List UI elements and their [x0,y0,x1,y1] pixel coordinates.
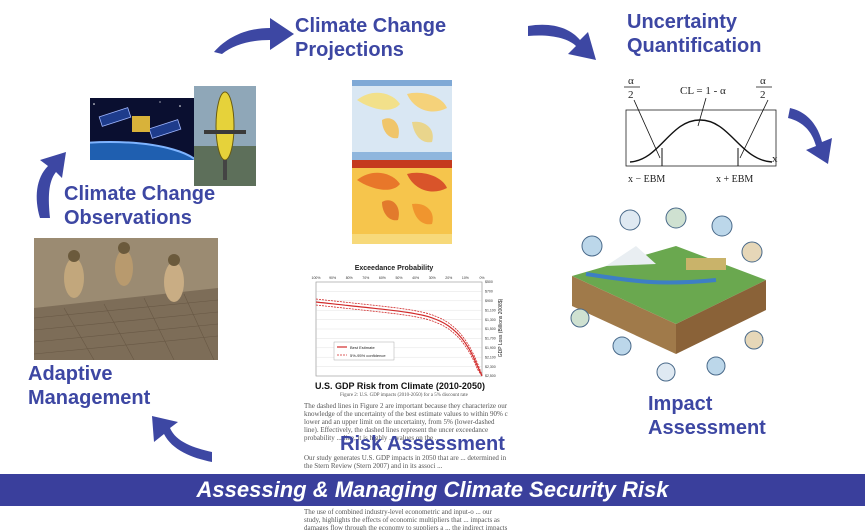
risk-figure-caption: Figure 2: U.S. GDP impacts (2010-2050) f… [340,393,468,398]
lower-bound: x − EBM [628,174,665,185]
label-line-1: Impact [648,393,713,415]
label-line-1: Uncertainty [627,11,738,33]
label-line-2: Projections [295,39,404,61]
arrow-projections-to-uncertainty [528,24,596,60]
arrow-adaptive-to-observations [36,152,66,218]
label-climate-change-observations: Climate Change Observations [64,182,244,230]
x-tick-label: 90% [329,276,336,280]
y-tick-label: $1,700 [485,337,496,341]
label-line-2: Management [28,387,151,409]
arrow-uncertainty-to-impact [788,108,832,164]
x-tick-label: 60% [379,276,386,280]
risk-paragraph-3: The use of combined industry-level econo… [304,508,508,530]
x-tick-label: 70% [362,276,369,280]
two-right: 2 [760,89,766,101]
label-line-1: Climate Change [295,15,447,37]
y-tick-label: $2,100 [485,355,496,359]
arrow-observations-to-projections [214,18,294,54]
alpha-left: α [628,75,634,87]
x-tick-label: 30% [429,276,436,280]
lower-confidence-line [315,298,483,376]
ocean-glider-image [194,86,256,186]
label-line-2: Assessment [648,417,766,439]
satellite-image [90,98,194,160]
risk-paragraph-2: Our study generates U.S. GDP impacts in … [304,454,507,470]
label-line-2: Quantification [627,35,762,57]
x-tick-label: 20% [445,276,452,280]
x-tick-label: 10% [462,276,469,280]
y-tick-label: $500 [485,280,493,284]
label-line-1: Climate Change [64,183,216,205]
y-tick-label: $2,300 [485,365,496,369]
y-tick-label: $1,100 [485,308,496,312]
best-estimate-line [315,301,483,377]
x-tick-label: 80% [346,276,353,280]
risk-chart-ylabel: GDP Loss (Billions 2008$) [498,298,504,357]
upper-bound: x + EBM [716,174,753,185]
two-left: 2 [628,89,634,101]
climate-projection-map-top [352,80,452,160]
x-bar: x [772,153,778,165]
risk-chart-legend: Best Estimate 5%-95% confidence [333,341,395,361]
confidence-interval-figure: α 2 CL = 1 - α α 2 x − EBM x + EBM x [624,75,778,185]
label-risk-assessment: Risk Assessment [340,433,505,455]
y-tick-label: $1,300 [485,318,496,322]
label-line-1: Adaptive [28,363,113,385]
y-tick-label: $900 [485,299,493,303]
label-uncertainty-quantification: Uncertainty Quantification [627,10,807,58]
climate-projection-map-bottom [352,160,452,244]
adaptive-management-photo [34,238,218,360]
impact-assessment-illustration [566,206,774,386]
legend-confidence: 5%-95% confidence [350,353,386,358]
y-tick-label: $2,500 [485,374,496,378]
title-banner: Assessing & Managing Climate Security Ri… [0,474,865,506]
y-tick-label: $1,500 [485,327,496,331]
risk-chart-footer-title: U.S. GDP Risk from Climate (2010-2050) [315,381,485,391]
label-adaptive-management: Adaptive Management [28,362,188,410]
x-tick-label: 50% [395,276,402,280]
y-tick-label: $1,900 [485,346,496,350]
risk-chart-title: Exceedance Probability [355,265,434,272]
legend-best-estimate: Best Estimate [350,345,375,350]
y-tick-label: $700 [485,290,493,294]
upper-confidence-line [315,304,483,377]
risk-paragraph-1: The dashed lines in Figure 2 are importa… [304,402,508,442]
x-tick-label: 40% [412,276,419,280]
arrow-risk-to-adaptive [152,416,212,462]
banner-title: Assessing & Managing Climate Security Ri… [196,477,669,502]
cl-formula: CL = 1 - α [680,85,726,97]
label-line-2: Observations [64,207,192,229]
alpha-right: α [760,75,766,87]
label-climate-change-projections: Climate Change Projections [295,14,475,62]
risk-chart-figure: Exceedance Probability 100% 90% 80% 70% 60% 5… [304,258,506,398]
x-tick-label: 100% [312,276,321,280]
x-tick-label: 0% [479,276,484,280]
label-impact-assessment: Impact Assessment [648,392,808,440]
